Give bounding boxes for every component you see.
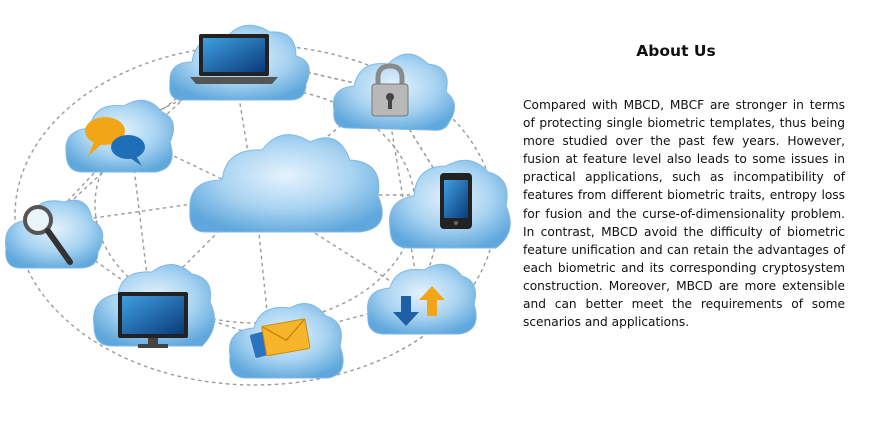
central-cloud <box>189 134 383 233</box>
monitor-cloud <box>93 264 215 348</box>
magnifier-icon <box>23 205 73 265</box>
magnifier-cloud <box>5 199 104 269</box>
upload-download-arrows-icon <box>393 286 445 326</box>
monitor-icon <box>118 292 188 348</box>
laptop-cloud <box>169 24 310 101</box>
padlock-icon <box>371 63 409 117</box>
arrows-cloud <box>366 263 477 335</box>
chat-cloud <box>65 99 175 173</box>
about-us-body: Compared with MBCD, MBCF are stronger in… <box>523 98 845 330</box>
laptop-icon <box>190 34 278 84</box>
email-envelope-icon <box>249 318 311 358</box>
smartphone-icon <box>440 173 472 229</box>
about-us-panel: About Us Compared with MBCD, MBCF are st… <box>520 0 872 444</box>
about-us-heading: About Us <box>636 42 716 60</box>
chat-bubbles-icon <box>85 117 145 166</box>
cloud-network-illustration <box>5 24 511 386</box>
email-cloud <box>229 303 344 379</box>
smartphone-cloud <box>389 159 511 249</box>
padlock-cloud <box>332 53 455 131</box>
